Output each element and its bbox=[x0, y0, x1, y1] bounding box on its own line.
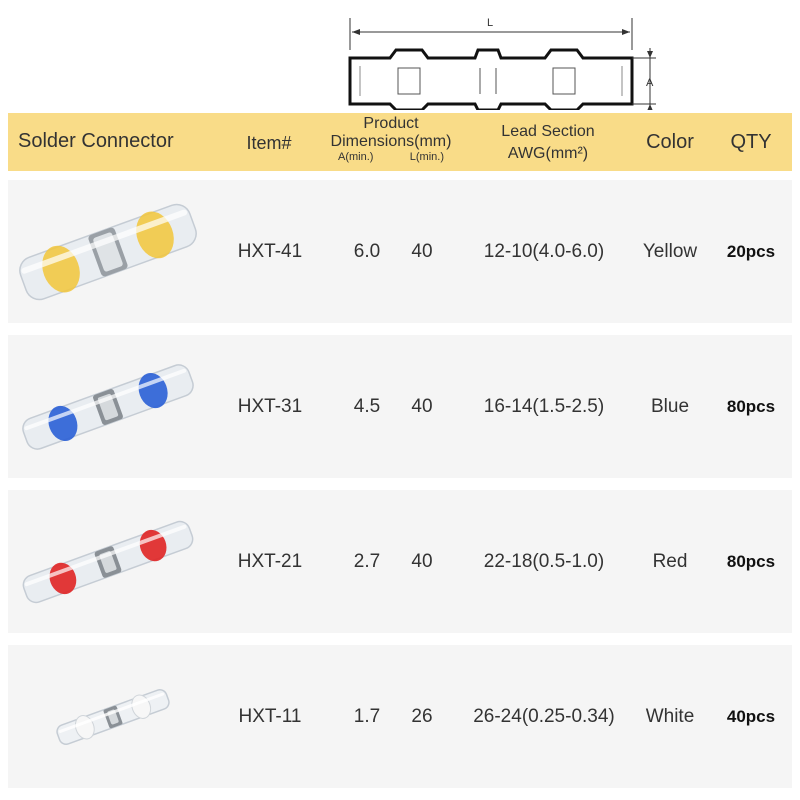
connector-image bbox=[22, 520, 194, 604]
header-lead-line1: Lead Section bbox=[501, 123, 595, 140]
item-number: HXT-41 bbox=[237, 240, 303, 262]
quantity: 80pcs bbox=[726, 551, 776, 571]
header-dimensions: Product Dimensions(mm) A(min.) L(min.) bbox=[326, 115, 456, 163]
item-number: HXT-31 bbox=[237, 395, 303, 417]
dimension-l: 40 bbox=[411, 240, 433, 262]
header-lead-section: Lead Section AWG(mm²) bbox=[478, 121, 618, 165]
table-row: HXT-31 4.5 40 16-14(1.5-2.5) Blue 80pcs bbox=[8, 335, 792, 478]
color-name: Yellow bbox=[642, 240, 698, 262]
dimension-l: 40 bbox=[411, 395, 433, 417]
item-number: HXT-21 bbox=[237, 550, 303, 572]
header-item: Item# bbox=[246, 133, 292, 153]
header-solder-connector: Solder Connector bbox=[18, 130, 174, 152]
lead-section: 16-14(1.5-2.5) bbox=[483, 395, 605, 417]
lead-section: 22-18(0.5-1.0) bbox=[483, 550, 605, 572]
connector-outline-drawing: L A bbox=[348, 17, 656, 114]
header-dim-a: A(min.) bbox=[338, 151, 374, 163]
dimension-l: 26 bbox=[411, 705, 433, 727]
color-name: White bbox=[645, 705, 695, 727]
connector-image bbox=[56, 688, 170, 746]
connector-image bbox=[19, 203, 197, 301]
header-qty: QTY bbox=[730, 131, 772, 153]
header-dimensions-line2: Dimensions(mm) bbox=[330, 133, 452, 150]
connector-image bbox=[22, 364, 194, 450]
lead-section: 12-10(4.0-6.0) bbox=[483, 240, 605, 262]
quantity: 40pcs bbox=[726, 706, 776, 726]
header-color: Color bbox=[646, 131, 694, 153]
item-number: HXT-11 bbox=[238, 705, 302, 727]
header-dimensions-line1: Product bbox=[363, 115, 419, 132]
header-lead-line2: AWG(mm²) bbox=[507, 145, 589, 162]
color-name: Red bbox=[652, 550, 688, 572]
dimension-a: 1.7 bbox=[353, 705, 381, 727]
dimension-a: 4.5 bbox=[353, 395, 381, 417]
quantity: 80pcs bbox=[726, 396, 776, 416]
dimension-a: 6.0 bbox=[353, 240, 381, 262]
header-dim-l: L(min.) bbox=[409, 151, 444, 163]
quantity: 20pcs bbox=[726, 241, 776, 261]
table-row: HXT-21 2.7 40 22-18(0.5-1.0) Red 80pcs bbox=[8, 490, 792, 633]
color-name: Blue bbox=[650, 395, 690, 417]
table-header: Solder Connector Item# Product Dimension… bbox=[8, 113, 792, 171]
dimension-diagram: L A bbox=[330, 10, 660, 114]
dimension-l: 40 bbox=[411, 550, 433, 572]
lead-section: 26-24(0.25-0.34) bbox=[473, 705, 615, 727]
dimension-a: 2.7 bbox=[353, 550, 381, 572]
diameter-label: A bbox=[646, 77, 654, 89]
table-row: HXT-11 1.7 26 26-24(0.25-0.34) White 40p… bbox=[8, 645, 792, 788]
length-label: L bbox=[487, 17, 493, 29]
table-row: HXT-41 6.0 40 12-10(4.0-6.0) Yellow 20pc… bbox=[8, 180, 792, 323]
